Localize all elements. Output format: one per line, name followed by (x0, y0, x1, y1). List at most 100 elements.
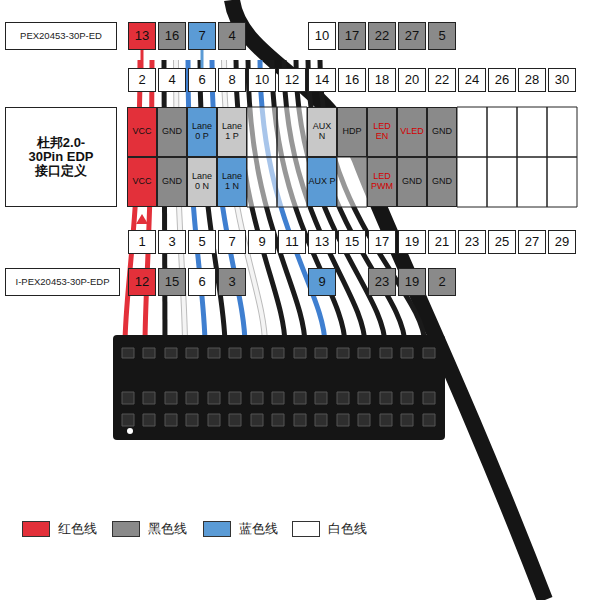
node-text: 25 (495, 235, 509, 249)
node-text: GND (162, 127, 182, 137)
node-text: 19 (405, 275, 419, 289)
signal-cell: GND (157, 107, 187, 157)
pin-number: 29 (548, 230, 576, 254)
signal-cell: HDP (337, 107, 367, 157)
pin-map-number: 4 (218, 22, 246, 50)
pin-number: 15 (338, 230, 366, 254)
pin-number: 7 (218, 230, 246, 254)
pin-map-number: 15 (158, 268, 186, 296)
pin-number: 28 (518, 68, 546, 92)
pin-number: 17 (368, 230, 396, 254)
pin-number: 27 (518, 230, 546, 254)
pin-map-number: 17 (338, 22, 366, 50)
pin-map-number: 16 (158, 22, 186, 50)
node-text: 23 (375, 275, 389, 289)
signal-cell: Lane 1 N (217, 157, 247, 207)
node-text: 18 (375, 73, 389, 87)
pin-number: 9 (248, 230, 276, 254)
node-text: 15 (345, 235, 359, 249)
node-text: 2 (138, 73, 145, 87)
node-text: 3 (228, 275, 235, 289)
node-text: VCC (132, 127, 151, 137)
pin-map-number: 27 (398, 22, 426, 50)
node-text: 8 (228, 73, 235, 87)
node-text: Lane 0 N (189, 172, 216, 192)
node-text: AUX P (309, 177, 336, 187)
legend-text: 蓝色线 (239, 520, 278, 538)
node-text: AUX N (309, 122, 336, 142)
node-text: 5 (198, 235, 205, 249)
legend-swatch (22, 521, 50, 537)
node-text: 14 (315, 73, 329, 87)
node-text: Lane 0 P (189, 122, 216, 142)
node-text: Lane 1 N (219, 172, 246, 192)
node-text: 27 (405, 29, 419, 43)
node-text: 7 (198, 29, 205, 43)
pin-number: 25 (488, 230, 516, 254)
signal-cell: VCC (127, 157, 157, 207)
node-text: 6 (198, 275, 205, 289)
pin-number: 1 (128, 230, 156, 254)
node-text: 16 (165, 29, 179, 43)
signal-cell: LED EN (367, 107, 397, 157)
node-text: 12 (285, 73, 299, 87)
pin-map-number: 22 (368, 22, 396, 50)
node-text: PEX20453-30P-ED (20, 31, 102, 41)
node-text: 3 (168, 235, 175, 249)
node-text: LED PWM (369, 172, 396, 192)
pin-map-number: 19 (398, 268, 426, 296)
pin-number: 19 (398, 230, 426, 254)
connector-label: I-PEX20453-30P-EDP (5, 268, 120, 296)
pin-number: 21 (428, 230, 456, 254)
signal-cell: GND (397, 157, 427, 207)
signal-cell: Lane 1 P (217, 107, 247, 157)
node-text: 10 (315, 29, 329, 43)
node-text: 17 (345, 29, 359, 43)
pin-number: 5 (188, 230, 216, 254)
pin-number: 24 (458, 68, 486, 92)
pin-map-number: 9 (308, 268, 336, 296)
pin-link (141, 50, 144, 68)
node-text: 4 (168, 73, 175, 87)
connector-housing (113, 335, 445, 440)
node-text: 1 (138, 235, 145, 249)
signal-cell: LED PWM (367, 157, 397, 207)
legend-swatch (292, 521, 320, 537)
legend-text: 白色线 (328, 520, 367, 538)
pin-link (201, 50, 204, 68)
node-text: GND (402, 177, 422, 187)
pin-number: 11 (278, 230, 306, 254)
node-text: 27 (525, 235, 539, 249)
node-text: 6 (198, 73, 205, 87)
node-text: 10 (255, 73, 269, 87)
pin-map-number: 23 (368, 268, 396, 296)
node-text: 13 (135, 29, 149, 43)
pin1-dot (127, 428, 133, 434)
legend-item: 白色线 (292, 520, 367, 538)
node-text: 12 (135, 275, 149, 289)
node-text: 16 (345, 73, 359, 87)
node-text: 杜邦2.0- 30Pin EDP 接口定义 (21, 136, 101, 179)
node-text: 19 (405, 235, 419, 249)
pin-number: 14 (308, 68, 336, 92)
legend-item: 红色线 (22, 520, 97, 538)
legend-text: 红色线 (58, 520, 97, 538)
signal-cell: AUX N (307, 107, 337, 157)
pin-map-number: 6 (188, 268, 216, 296)
node-text: LED EN (369, 122, 396, 142)
pin-number: 2 (128, 68, 156, 92)
node-text: VLED (400, 127, 424, 137)
node-text: GND (432, 127, 452, 137)
node-text: 24 (465, 73, 479, 87)
node-text: VCC (132, 177, 151, 187)
pin-number: 26 (488, 68, 516, 92)
pin-number: 13 (308, 230, 336, 254)
node-text: GND (432, 177, 452, 187)
node-text: GND (162, 177, 182, 187)
empty-pin-cells (247, 107, 577, 207)
pin-map-number: 12 (128, 268, 156, 296)
legend-swatch (203, 521, 231, 537)
pin-holes (122, 348, 435, 426)
node-text: 20 (405, 73, 419, 87)
node-text: 28 (525, 73, 539, 87)
